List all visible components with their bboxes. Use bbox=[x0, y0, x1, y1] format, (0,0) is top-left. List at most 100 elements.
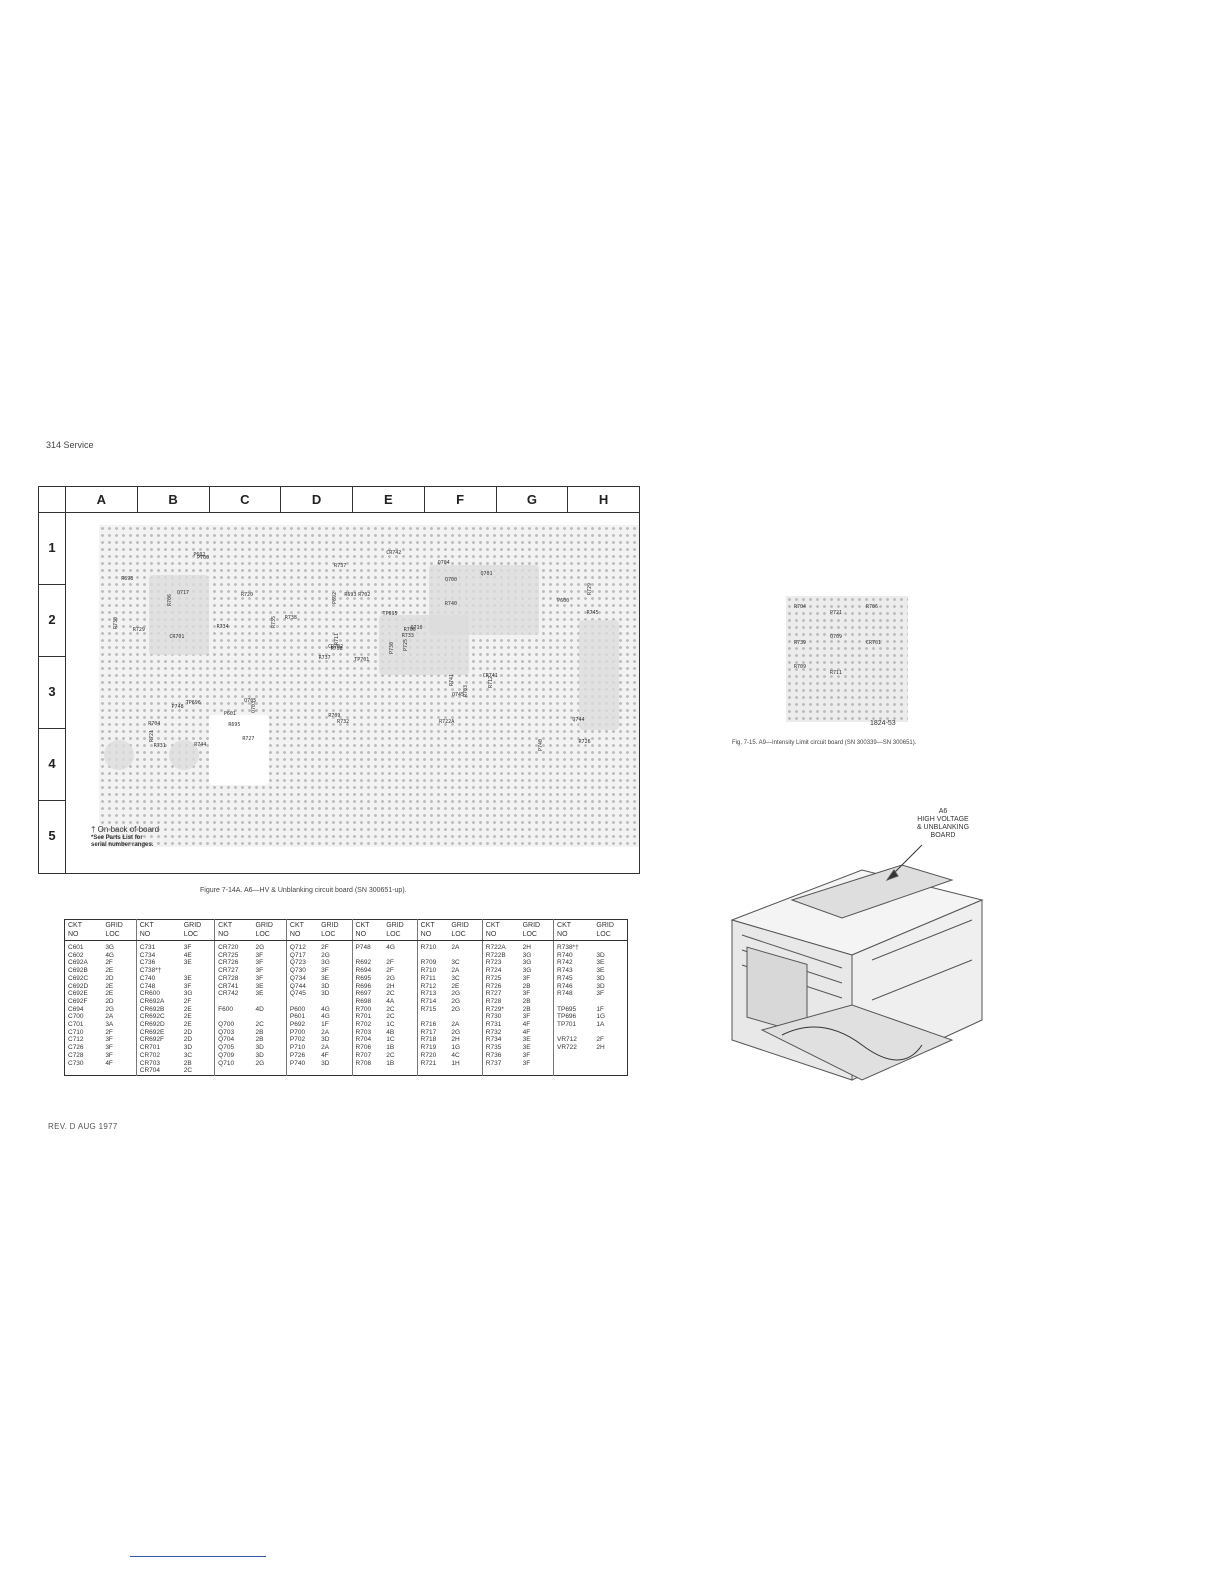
column-label: A bbox=[66, 487, 138, 512]
ckt-no-header: CKT NO bbox=[286, 919, 319, 941]
component-label: R737 bbox=[334, 563, 347, 570]
row-label: 3 bbox=[48, 684, 56, 699]
component-label: Q701 bbox=[480, 571, 493, 578]
column-label: D bbox=[281, 487, 353, 512]
header-line: LOC bbox=[183, 931, 199, 938]
component-label: R733 bbox=[401, 633, 414, 640]
row-label: 4 bbox=[48, 756, 56, 771]
component-label: R745 bbox=[586, 609, 599, 616]
component-label: R693 bbox=[344, 592, 357, 599]
grid-loc-column: 2A 3C 2A 3C 2E 2G 2G 2G 2A 2G 2H 1G 4C 1… bbox=[448, 940, 483, 1076]
chassis-illustration bbox=[730, 844, 984, 1081]
component-label: CR701 bbox=[866, 640, 882, 646]
row-label: 1 bbox=[48, 540, 56, 555]
grid-loc-column: 3G 4G 2F 2E 2D 2E 2E 2D 2G 2A 3A 2F 3F 3… bbox=[102, 940, 137, 1076]
column-label: H bbox=[598, 492, 609, 507]
grid-loc-column: 4G 2F 2F 2G 2H 2C 4A 2C 2C 1C 4B 1C 1B 2… bbox=[383, 940, 418, 1076]
component-label: R729 bbox=[586, 582, 593, 595]
page-header: 314 Service bbox=[46, 440, 94, 450]
ckt-no-column: Q712 Q717 Q723 Q730 Q734 Q744 Q745 P600 … bbox=[289, 944, 306, 1067]
ckt-no-header: CKT NO bbox=[417, 919, 449, 941]
component-label: R739 bbox=[794, 640, 807, 646]
component-label: R709 bbox=[328, 712, 341, 719]
component-label: P740 bbox=[538, 738, 545, 751]
back-of-board-note: † On back of board bbox=[91, 825, 160, 834]
component-label: R695 bbox=[228, 721, 241, 728]
component-label: P692 bbox=[331, 591, 338, 604]
component-label: R722A bbox=[439, 718, 455, 725]
header-line: CKT bbox=[355, 922, 370, 929]
grid-loc-column: 2H 3G 3G 3G 3F 2B 3F 2B 2B 3F 4F 4F 3E 3… bbox=[519, 940, 555, 1076]
header-line: LOC bbox=[451, 931, 466, 938]
ckt-no-column: R722A R722B R723 R724 R725 R726 R727 R72… bbox=[485, 944, 506, 1067]
callout-line: & UNBLANKING bbox=[916, 824, 970, 831]
header-line: LOC bbox=[596, 931, 611, 938]
header-line: CKT bbox=[289, 922, 304, 929]
component-label: Q717 bbox=[177, 589, 190, 596]
header-line: NO bbox=[289, 931, 301, 938]
footer-rule bbox=[130, 1556, 266, 1557]
parts-list-note: *See Parts List for bbox=[91, 835, 143, 841]
header-line: NO bbox=[557, 931, 568, 938]
component-label: Q709 bbox=[830, 634, 843, 640]
component-label: TP696 bbox=[185, 699, 201, 706]
row-label: 5 bbox=[48, 828, 56, 843]
component-label: CR702 bbox=[328, 644, 344, 651]
component-label: P730 bbox=[389, 642, 396, 655]
small-figure-caption: Fig. 7-15. A9—Intensity Limit circuit bo… bbox=[732, 740, 917, 746]
component-label: R729 bbox=[132, 627, 145, 634]
component-label: R744 bbox=[194, 742, 207, 749]
column-label: B bbox=[138, 487, 210, 512]
column-label: F bbox=[425, 487, 497, 512]
component-label: P601 bbox=[223, 711, 236, 718]
component-label: Q710 bbox=[410, 625, 423, 632]
header-line: NO bbox=[139, 931, 151, 938]
component-label: R720 bbox=[241, 592, 254, 599]
grid-loc-column: 3D 3E 3E 3D 3D 3F 1F 1G 1A 2F 2H bbox=[596, 951, 606, 1052]
header-line: GRID bbox=[255, 922, 273, 929]
component-label: P700 bbox=[197, 555, 210, 561]
component-label: R737 bbox=[318, 655, 331, 662]
header-line: CKT bbox=[557, 922, 572, 929]
header-line: GRID bbox=[183, 922, 202, 929]
component-label: TP695 bbox=[382, 611, 398, 618]
header-line: NO bbox=[420, 931, 432, 938]
component-label: R698 bbox=[121, 575, 134, 582]
component-label: Q704 bbox=[437, 560, 450, 567]
grid-loc-column: 2G 3F 3F 3F 3F 3E 3E 4D 2C 2B 2B 3D 3D 2… bbox=[252, 940, 287, 1076]
grid-loc-column: 2F 2G 3G 3F 3E 3D 3D 4G 4G 1F 2A 3D 2A 4… bbox=[318, 940, 353, 1076]
ckt-no-column: R738*† R740 R742 R743 R745 R746 R748 TP6… bbox=[557, 944, 579, 1052]
header-line: NO bbox=[218, 931, 229, 938]
component-label: R732 bbox=[337, 719, 350, 726]
ckt-no-column: CR720 CR725 CR726 CR727 CR728 CR741 CR74… bbox=[218, 944, 239, 1067]
component-label: R731 bbox=[153, 743, 166, 750]
component-label: CR701 bbox=[169, 633, 185, 640]
component-label: R708 bbox=[330, 646, 343, 653]
parts-list-note-cont: serial number ranges. bbox=[91, 842, 154, 848]
header-line: LOC bbox=[321, 931, 336, 938]
component-label: R706 bbox=[166, 593, 173, 606]
ckt-no-column: C731 C734 C736 C738*† C740 C748 CR600 CR… bbox=[139, 944, 165, 1075]
header-line: LOC bbox=[105, 931, 120, 938]
component-label: R721 bbox=[148, 730, 155, 743]
header-line: GRID bbox=[596, 922, 614, 929]
component-label: P600 bbox=[557, 597, 570, 604]
component-label: R711 bbox=[334, 632, 341, 645]
figure-number: 1824-53 bbox=[870, 720, 896, 727]
header-line: LOC bbox=[255, 931, 270, 938]
component-label: R726 bbox=[578, 738, 591, 745]
revision-footer: REV. D AUG 1977 bbox=[48, 1122, 118, 1131]
header-line: CKT bbox=[420, 922, 435, 929]
component-label: Q705 bbox=[244, 698, 257, 705]
component-label: R727 bbox=[242, 736, 255, 743]
ckt-no-column: P748 R692 R694 R695 R696 R697 R698 R700 … bbox=[355, 944, 372, 1067]
grid-loc-column: 3F 4E 3E 3E 3F 3G 2F 2E 2E 2E 2D 2D 3D 3… bbox=[180, 940, 216, 1076]
board-notes: † On back of board *See Parts List for s… bbox=[91, 825, 159, 849]
